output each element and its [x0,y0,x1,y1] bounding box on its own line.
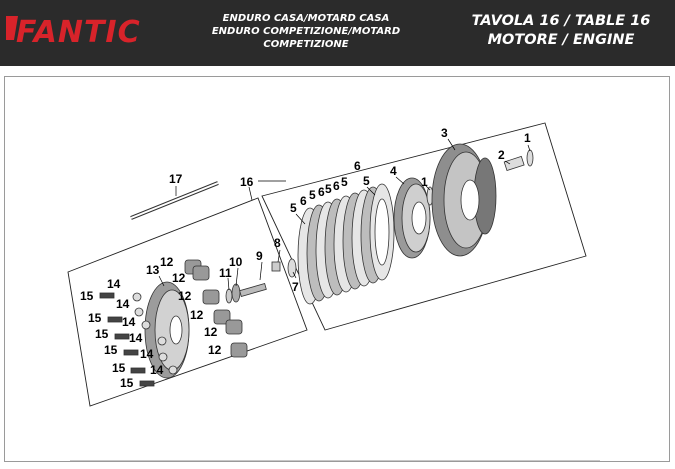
subtitle-line-2: ENDURO COMPETIZIONE/MOTARD COMPETIZIONE [211,26,401,50]
callout-12: 12 [172,271,186,285]
callout-11: 11 [219,266,232,280]
callout-9: 9 [256,249,263,263]
callout-12: 12 [190,308,204,322]
callout-5: 5 [290,201,297,215]
fantic-logo: FANTIC [6,15,141,50]
callout-6: 6 [318,185,325,199]
callout-14: 14 [107,277,121,291]
callout-12: 12 [208,343,222,357]
footer-rule [70,460,600,461]
pressure-plate-part [144,281,190,379]
push-rod-highlight [130,182,219,219]
table-title-line-2: MOTORE / ENGINE [487,32,635,48]
callout-6: 6 [354,159,361,173]
logo-stripe [6,16,18,40]
callout-5: 5 [325,182,332,196]
subtitle-line-1: ENDURO CASA/MOTARD CASA [222,13,390,24]
callout-15: 15 [120,376,134,390]
callout-1: 1 [524,131,531,145]
callout-14: 14 [140,347,154,361]
release-rod-part [239,283,267,297]
callout-10: 10 [229,255,243,269]
callout-15: 15 [80,289,94,303]
lock-washer-part [287,258,297,278]
callout-15: 15 [104,343,118,357]
models-subtitle: ENDURO CASA/MOTARD CASA ENDURO COMPETIZI… [172,12,440,51]
callout-3: 3 [441,126,448,140]
callout-1: 1 [421,175,428,189]
bolts-and-washers-part [99,292,178,387]
callout-5: 5 [363,174,370,188]
page-header: FANTIC ENDURO CASA/MOTARD CASA ENDURO CO… [0,0,675,66]
callout-14: 14 [150,363,164,377]
table-title: TAVOLA 16 / TABLE 16 MOTORE / ENGINE [450,12,672,50]
bearing-washer-part [225,288,233,304]
clutch-springs-part [184,259,248,358]
callout-14: 14 [129,331,143,345]
callout-2: 2 [498,148,505,162]
callout-12: 12 [204,325,218,339]
callout-4: 4 [390,164,397,178]
bushing-part [503,155,525,172]
callout-15: 15 [88,311,102,325]
nut-part [271,261,281,272]
clutch-plates-part [297,183,395,305]
callout-6: 6 [333,179,340,193]
callout-12: 12 [178,289,192,303]
callout-15: 15 [95,327,109,341]
callout-17: 17 [169,172,183,186]
callout-7: 7 [292,280,299,294]
callout-5: 5 [341,175,348,189]
callout-8: 8 [274,236,281,250]
callout-15: 15 [112,361,126,375]
callout-6: 6 [300,194,307,208]
callout-14: 14 [122,315,136,329]
callout-14: 14 [116,297,130,311]
callout-13: 13 [146,263,160,277]
clutch-hub-part [393,177,431,259]
callout-leader-lines [158,138,531,291]
bearing-part [231,283,241,303]
callout-12: 12 [160,255,174,269]
diagram-frame [4,76,670,462]
callout-16: 16 [240,175,254,189]
callout-5: 5 [309,188,316,202]
thrust-washer-part [526,149,534,167]
clutch-housing-part [431,143,497,257]
table-title-line-1: TAVOLA 16 / TABLE 16 [471,13,651,29]
brand-name: FANTIC [16,15,141,50]
